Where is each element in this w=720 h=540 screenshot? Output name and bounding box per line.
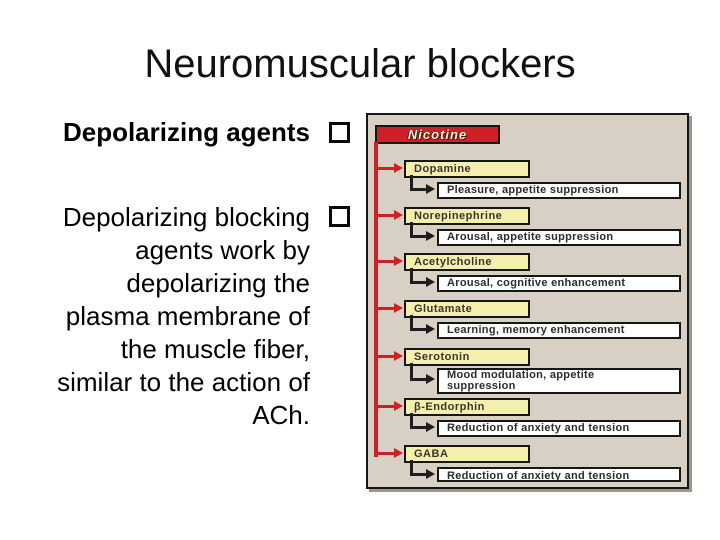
red-arrow-icon	[375, 307, 395, 310]
black-arrowhead-icon	[426, 231, 435, 241]
black-arrowhead-icon	[426, 324, 435, 334]
red-arrowhead-icon	[394, 351, 403, 361]
effect-box: Learning, memory enhancement	[437, 322, 681, 339]
connector-line	[410, 363, 413, 381]
connector-line	[410, 315, 413, 331]
bullet-text: Depolarizing blocking agents work by dep…	[57, 202, 310, 430]
black-arrowhead-icon	[426, 184, 435, 194]
connector-line	[410, 378, 427, 381]
connector-line	[410, 268, 413, 284]
black-arrowhead-icon	[426, 469, 435, 479]
connector-line	[410, 235, 427, 238]
red-arrowhead-icon	[394, 210, 403, 220]
nicotine-source-box: Nicotine	[375, 125, 500, 144]
square-bullet-icon	[329, 206, 350, 227]
connector-line	[410, 413, 413, 429]
connector-line	[410, 460, 413, 476]
connector-line	[410, 222, 413, 238]
red-arrowhead-icon	[394, 163, 403, 173]
red-arrow-icon	[375, 260, 395, 263]
neurotransmitter-box: Serotonin	[404, 348, 530, 366]
connector-line	[410, 473, 427, 476]
bullet-depolarizing-agents: Depolarizing agents	[18, 117, 350, 147]
connector-line	[410, 328, 427, 331]
connector-line	[410, 426, 427, 429]
red-arrow-icon	[375, 452, 395, 455]
black-arrowhead-icon	[426, 422, 435, 432]
neurotransmitter-box: Glutamate	[404, 300, 530, 318]
red-arrow-icon	[375, 167, 395, 170]
effect-box: Reduction of anxiety and tension	[437, 467, 681, 482]
red-arrowhead-icon	[394, 401, 403, 411]
slide-title: Neuromuscular blockers	[144, 42, 576, 86]
red-arrow-icon	[375, 405, 395, 408]
black-arrowhead-icon	[426, 277, 435, 287]
black-arrowhead-icon	[426, 374, 435, 384]
red-trunk-line	[374, 142, 378, 457]
neurotransmitter-box: β-Endorphin	[404, 398, 530, 416]
connector-line	[410, 188, 427, 191]
effect-box: Reduction of anxiety and tension	[437, 420, 681, 437]
effect-box: Mood modulation, appetite suppression	[437, 368, 681, 394]
effect-box: Arousal, cognitive enhancement	[437, 275, 681, 292]
effect-box: Arousal, appetite suppression	[437, 229, 681, 246]
square-bullet-icon	[329, 122, 350, 143]
bullet-depolarizing-blocking: Depolarizing blocking agents work by dep…	[18, 201, 350, 432]
effect-box: Pleasure, appetite suppression	[437, 182, 681, 199]
red-arrowhead-icon	[394, 303, 403, 313]
red-arrow-icon	[375, 355, 395, 358]
red-arrowhead-icon	[394, 448, 403, 458]
neurotransmitter-box: Norepinephrine	[404, 207, 530, 225]
bullet-text: Depolarizing agents	[62, 117, 310, 147]
connector-line	[410, 175, 413, 191]
connector-line	[410, 281, 427, 284]
nicotine-effects-diagram: Nicotine Dopamine Pleasure, appetite sup…	[366, 113, 689, 489]
neurotransmitter-box: Acetylcholine	[404, 253, 530, 271]
red-arrow-icon	[375, 214, 395, 217]
red-arrowhead-icon	[394, 256, 403, 266]
neurotransmitter-box: Dopamine	[404, 160, 530, 178]
neurotransmitter-box: GABA	[404, 445, 530, 463]
